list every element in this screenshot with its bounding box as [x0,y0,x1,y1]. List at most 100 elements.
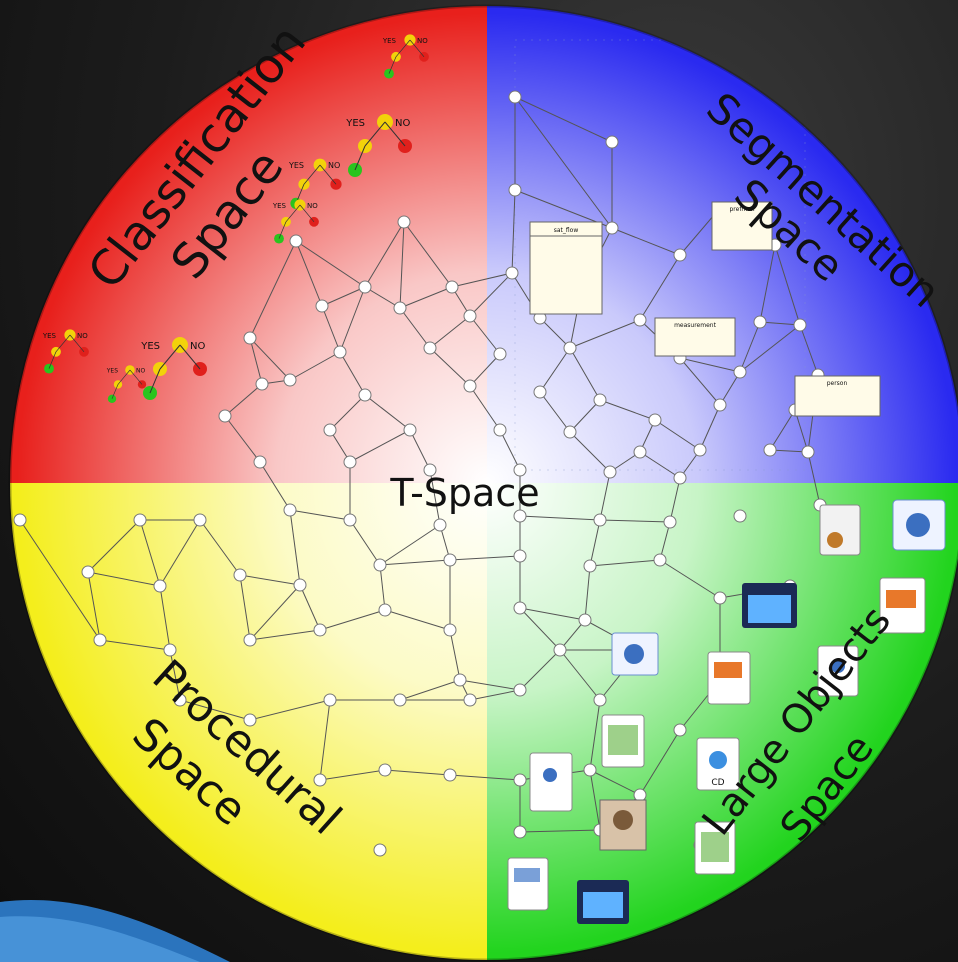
graph-node [433,518,447,532]
svg-text:YES: YES [42,332,57,340]
graph-edge [539,317,571,349]
graph-node [343,455,357,469]
graph-edge [289,509,351,521]
mail-icon [892,499,946,551]
graph-edge [449,629,461,681]
graph-edge [739,321,761,373]
graph-edge [159,519,201,587]
graph-edge [451,272,513,288]
document-icon [507,857,549,911]
spreadsheet-icon [601,714,645,768]
graph-node [323,693,337,707]
graph-edge [339,286,366,353]
graph-node [593,393,607,407]
graph-node [493,423,507,437]
graph-node [633,788,647,802]
graph-node [243,633,257,647]
graph-node [578,613,592,627]
graph-edge [239,574,301,586]
graph-edge [379,524,441,566]
graph-edge [259,461,291,511]
graph-edge [99,639,171,651]
graph-node [453,673,467,687]
graph-edge [295,240,323,307]
graph-edge [759,321,801,326]
graph-edge [569,347,601,401]
graph-edge [384,609,451,631]
svg-text:NO: NO [328,161,340,170]
graph-edge [339,351,366,396]
graph-node [218,409,232,423]
mindmap-icon [817,645,859,697]
graph-node [333,345,347,359]
graph-node [513,683,527,697]
graph-node [283,503,297,517]
svg-text:NO: NO [77,332,88,340]
graph-edge [224,383,263,417]
graph-edge [511,189,516,274]
data-table-texture [514,39,806,471]
graph-node [93,633,107,647]
svg-text:CD: CD [711,778,724,788]
graph-node [313,773,327,787]
graph-node [463,379,477,393]
svg-text:YES: YES [272,202,287,210]
graph-node [81,565,95,579]
table-sat-flow: sat_flow [529,221,603,315]
t-space-label: T-Space [389,471,539,515]
graph-edge [169,649,181,701]
graph-edge [469,272,513,317]
graph-edge [87,571,161,587]
graph-edge [403,221,453,288]
graph-edge [409,429,431,471]
graph-node [513,549,527,563]
graph-edge [519,649,561,691]
graph-node [343,513,357,527]
graph-node [513,463,527,477]
mindmap-icon [529,752,573,812]
graph-edge [519,607,586,621]
graph-edge [774,244,801,326]
graph-node [633,445,647,459]
graph-node [255,377,269,391]
graph-node [13,513,27,527]
graph-edge [319,699,331,781]
graph-edge [295,240,366,288]
graph-edge [239,574,251,641]
graph-edge [699,404,721,451]
graph-node [373,558,387,572]
graph-edge [429,347,471,387]
graph-edge [364,221,405,288]
graph-edge [589,769,641,796]
graph-edge [654,419,701,451]
photo-icon [599,799,647,851]
graph-edge [559,649,601,701]
graph-node [358,388,372,402]
graph-node [378,763,392,777]
graph-edge [499,429,521,471]
graph-node [513,773,527,787]
spreadsheet-icon [694,821,736,875]
file-icons: CD [507,499,946,924]
graph-edge [799,324,819,376]
graph-node [393,301,407,315]
graph-node [445,280,459,294]
graph-edge [349,429,411,463]
graph-node [593,513,607,527]
graph-edge [249,584,301,641]
graph-edge [399,679,461,701]
graph-node [508,90,522,104]
mail-icon [611,632,659,676]
graph-edge [469,353,501,387]
graph-node [133,513,147,527]
graph-edge [611,227,681,256]
graph-edge [19,519,101,641]
graph-node [243,713,257,727]
svg-text:measurement: measurement [674,322,717,329]
graph-node [153,579,167,593]
graph-edge [329,394,366,431]
graph-node [648,413,662,427]
svg-text:NO: NO [417,37,428,45]
graph-node [673,471,687,485]
